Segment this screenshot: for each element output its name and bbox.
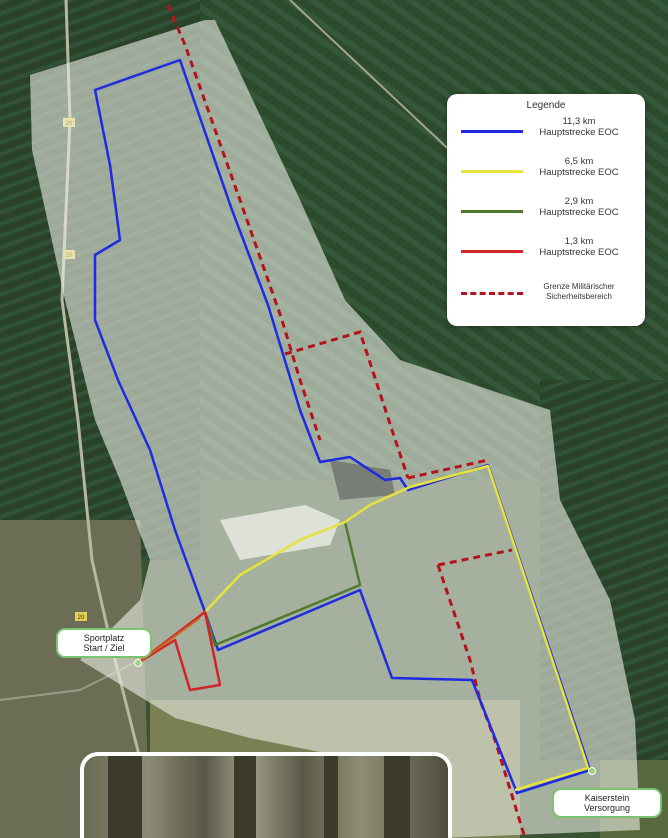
legend-swatch-boundary: [461, 292, 523, 295]
supply-label[interactable]: Kaiserstein Versorgung: [552, 788, 662, 818]
legend-distance: 2,9 km: [564, 196, 594, 207]
legend-distance: 11,3 km: [562, 116, 596, 127]
legend-label: Hauptstrecke EOC: [539, 247, 619, 258]
clearing: [220, 505, 340, 560]
legend-entry-boundary: Grenze Militärischer Sicherheitsbereich: [461, 278, 635, 312]
forest-track: [289, 0, 461, 161]
legend-label: Hauptstrecke EOC: [539, 127, 619, 138]
supply-label-line2: Versorgung: [583, 803, 631, 813]
road-sign: [75, 612, 87, 621]
start-marker[interactable]: [134, 659, 142, 667]
legend-swatch-yellow: [461, 170, 523, 173]
legend-text-boundary: Grenze Militärischer Sicherheitsbereich: [523, 282, 635, 302]
supply-marker[interactable]: [588, 767, 596, 775]
legend-boundary-line1: Grenze Militärischer: [543, 282, 615, 291]
legend-entry-red: 1,3 km Hauptstrecke EOC: [461, 236, 635, 270]
building-cluster: [330, 460, 395, 500]
forest-photo: [80, 752, 452, 838]
route-red-1-3km[interactable]: [137, 610, 222, 692]
tree-trunk: [108, 756, 142, 838]
start-finish-label[interactable]: Sportplatz Start / Ziel: [56, 628, 152, 658]
legend-distance: 6,5 km: [564, 156, 594, 167]
tree-trunk: [384, 756, 410, 838]
legend-text-red: 1,3 km Hauptstrecke EOC: [523, 236, 635, 258]
legend-text-blue: 11,3 km Hauptstrecke EOC: [523, 116, 635, 138]
military-boundary: [166, 4, 527, 838]
legend-label: Hauptstrecke EOC: [539, 167, 619, 178]
map-legend: Legende 11,3 km Hauptstrecke EOC 6,5 km …: [447, 94, 645, 326]
legend-swatch-green: [461, 210, 523, 213]
supply-label-line1: Kaiserstein: [584, 793, 630, 803]
legend-label: Hauptstrecke EOC: [539, 207, 619, 218]
legend-text-green: 2,9 km Hauptstrecke EOC: [523, 196, 635, 218]
tree-trunk: [324, 756, 338, 838]
tree-trunk: [234, 756, 256, 838]
route-green-2-9km[interactable]: [203, 521, 362, 647]
legend-entry-yellow: 6,5 km Hauptstrecke EOC: [461, 156, 635, 190]
legend-boundary-line2: Sicherheitsbereich: [546, 292, 612, 301]
legend-distance: 1,3 km: [564, 236, 594, 247]
legend-swatch-red: [461, 250, 523, 253]
route-blue-11-3km[interactable]: [93, 58, 592, 795]
start-label-line1: Sportplatz: [83, 633, 125, 643]
route-yellow-6-5km[interactable]: [137, 464, 590, 792]
legend-text-yellow: 6,5 km Hauptstrecke EOC: [523, 156, 635, 178]
legend-entry-green: 2,9 km Hauptstrecke EOC: [461, 196, 635, 230]
start-label-line2: Start / Ziel: [83, 643, 125, 653]
start-connector: [141, 617, 201, 661]
legend-title: Legende: [526, 100, 566, 111]
legend-entry-blue: 11,3 km Hauptstrecke EOC: [461, 116, 635, 150]
legend-swatch-blue: [461, 130, 523, 133]
road-sign-label: 20: [78, 615, 85, 621]
event-area-overlay: [30, 20, 640, 838]
